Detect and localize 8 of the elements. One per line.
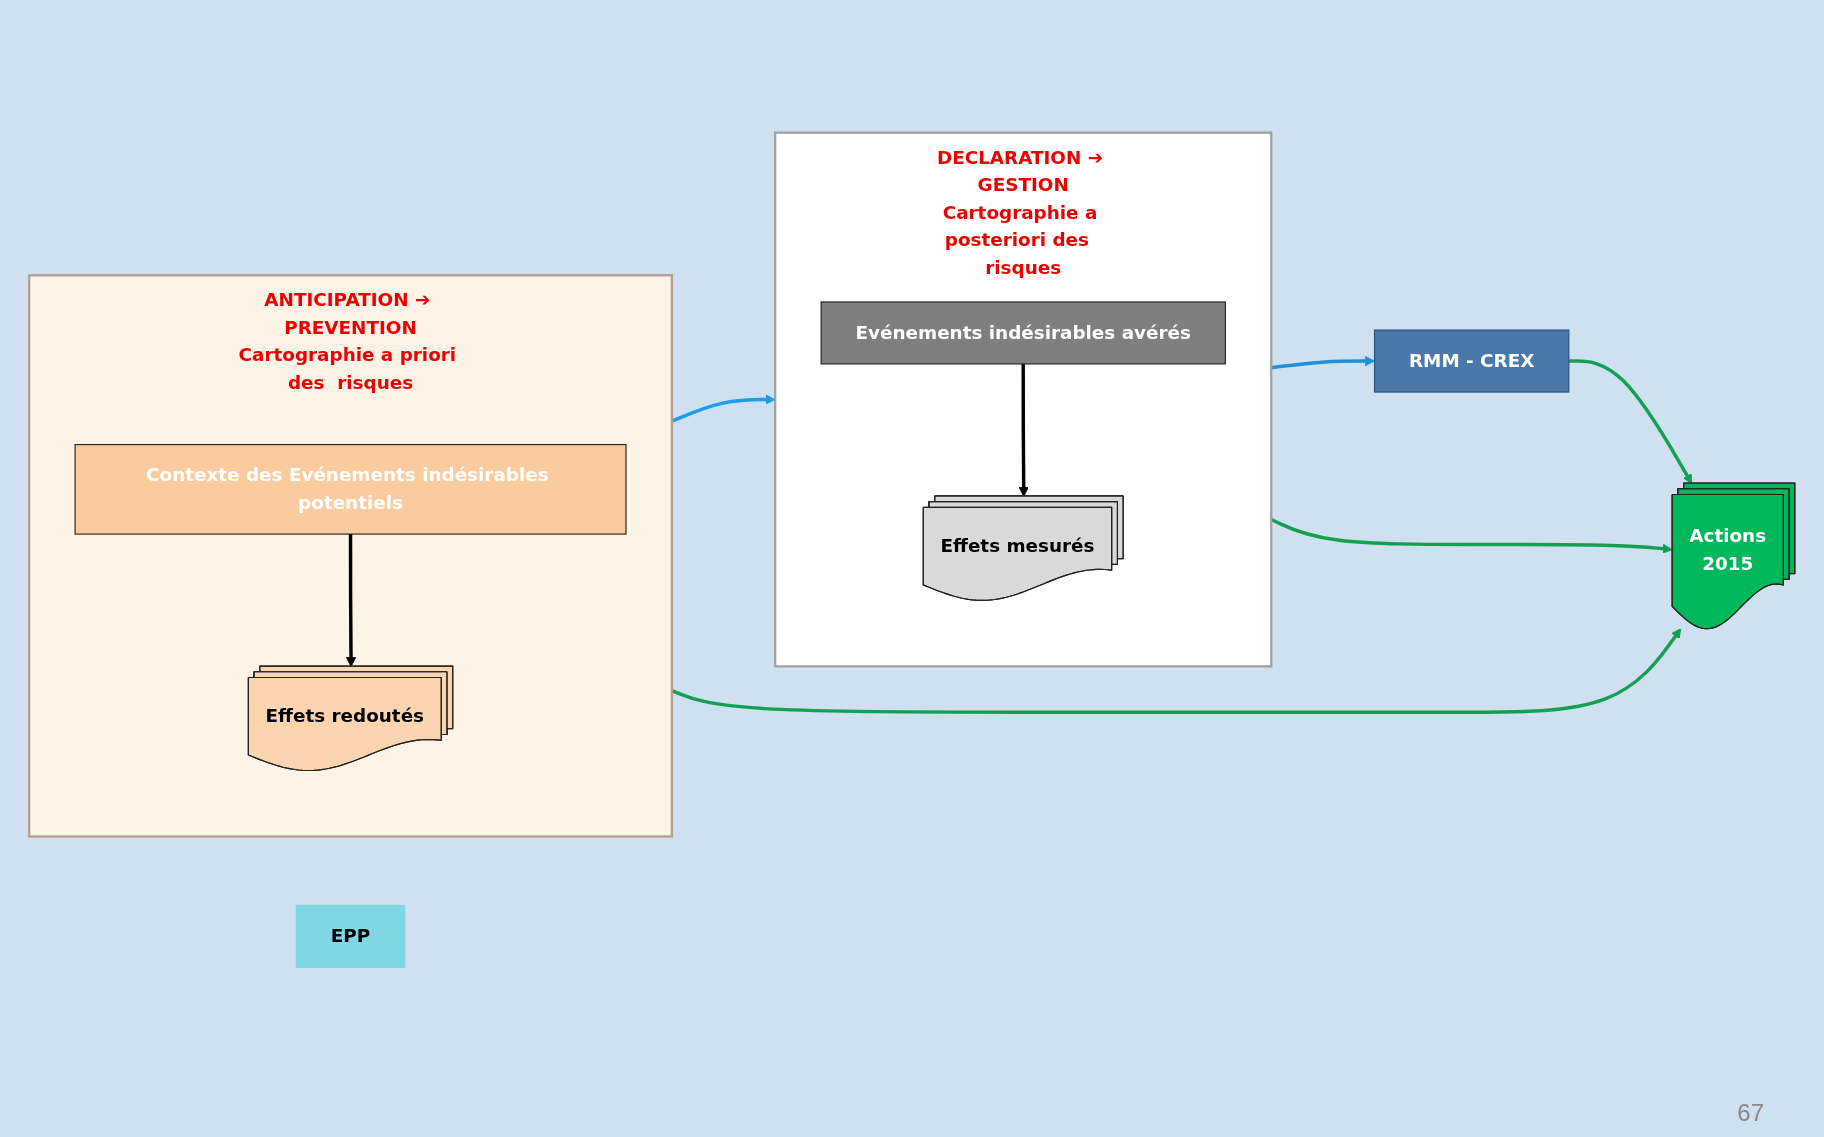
arrow — [1271, 356, 1375, 370]
node-box: Evénements indésirables avérés — [820, 301, 1226, 365]
page-number: 67 — [1737, 1099, 1764, 1126]
node-box: EPP — [295, 904, 406, 968]
arrow — [671, 394, 776, 423]
node-box: RMM - CREX — [1373, 329, 1570, 393]
arrow — [671, 628, 1682, 714]
node-box: Contexte des Evénements indésirables potentiels — [74, 444, 627, 535]
